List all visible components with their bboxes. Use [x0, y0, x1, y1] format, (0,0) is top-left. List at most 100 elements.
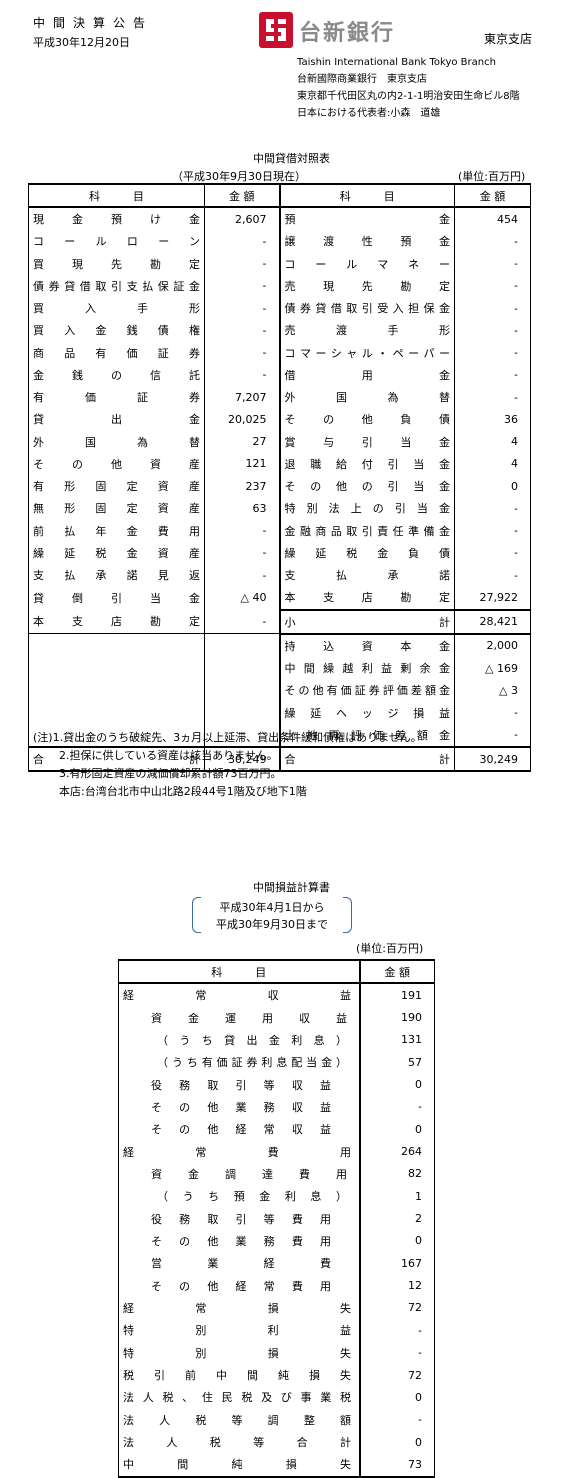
balance-sheet-row: 買入金銭債権-売渡手形- [28, 319, 531, 342]
pl-item-cell: 特別利益 [118, 1319, 361, 1342]
pl-item-label: 資金調達費用 [151, 1167, 347, 1181]
liability-item: コールマネー [278, 252, 455, 275]
note-2: 2.担保に供している資産は該当ありません。 [59, 749, 278, 762]
liability-item: 譲渡性預金 [278, 230, 455, 253]
liability-item: 賞与引当金 [278, 430, 455, 453]
income-statement-row: （うち貸出金利息）131 [118, 1028, 435, 1052]
liability-amount: 454 [454, 207, 531, 231]
asset-item: 債券貸借取引支払保証金 [28, 274, 205, 297]
notes: (注)1.貸出金のうち破綻先、3ヵ月以上延滞、貸出条件緩和債権はありません。 2… [33, 729, 422, 801]
asset-item: 有価証券 [28, 386, 205, 409]
asset-amount: 27 [204, 430, 281, 453]
pl-item-label: 中間純損失 [123, 1458, 351, 1472]
liability-item: 退職給付引当金 [278, 452, 455, 475]
liability-amount: - [454, 723, 531, 747]
pl-item-label: その他経常収益 [151, 1123, 331, 1137]
liability-amount: △ 169 [454, 657, 531, 680]
asset-item [28, 633, 205, 657]
asset-amount: - [204, 363, 281, 386]
logo-text: 台新銀行 [299, 21, 396, 46]
liability-amount: - [454, 497, 531, 520]
pl-item-cell: 営業経費 [118, 1252, 361, 1275]
asset-amount: - [204, 341, 281, 364]
liability-amount: - [454, 541, 531, 564]
asset-amount: - [204, 274, 281, 297]
pl-item-label: 経常費用 [123, 1145, 351, 1159]
liability-item: 小計 [278, 608, 455, 635]
liability-amount: 27,922 [454, 586, 531, 610]
liability-amount: - [454, 319, 531, 342]
liability-item: 土地再評価差額金 [278, 723, 455, 747]
asset-amount [204, 633, 281, 657]
liability-amount: 4 [454, 430, 531, 453]
income-statement-period: 平成30年4月1日から 平成30年9月30日まで [192, 897, 352, 933]
liabilities-item-header: 科 目 [278, 183, 455, 208]
income-statement-row: 経常費用 264 [118, 1140, 435, 1163]
liabilities-total-amount: 30,249 [454, 745, 531, 773]
liability-amount: - [454, 252, 531, 275]
asset-amount: - [204, 297, 281, 320]
pl-item-cell: その他業務費用 [118, 1229, 361, 1253]
balance-sheet-date: （平成30年9月30日現在） [172, 170, 306, 183]
liability-amount: 0 [454, 475, 531, 498]
notice-date: 平成30年12月20日 [33, 36, 130, 49]
asset-amount: 20,025 [204, 408, 281, 431]
liability-amount: - [454, 701, 531, 724]
pl-item-cell: 経常損失 [118, 1296, 361, 1320]
pl-item-cell: 特別損失 [118, 1341, 361, 1364]
asset-amount: 121 [204, 452, 281, 475]
right-bracket [343, 897, 352, 933]
asset-item [28, 679, 205, 702]
pl-item-cell: 資金調達費用 [118, 1162, 361, 1186]
pl-item-amount: 190 [359, 1006, 435, 1029]
asset-amount: 63 [204, 497, 281, 520]
asset-item: 外国為替 [28, 430, 205, 453]
income-statement-row: 資金調達費用 82 [118, 1162, 435, 1186]
pl-item-label: 役務取引等収益 [151, 1078, 331, 1092]
pl-item-label: その他業務費用 [151, 1234, 331, 1248]
period-to: 平成30年9月30日まで [216, 918, 328, 931]
pl-item-label: 経常収益 [123, 989, 351, 1003]
pl-item-amount: 82 [359, 1162, 435, 1186]
asset-item: 商品有価証券 [28, 341, 205, 364]
liability-item: 売現先勘定 [278, 274, 455, 297]
pl-item-cell: 資金運用収益 [118, 1006, 361, 1029]
pl-amount-header: 金 額 [359, 959, 435, 984]
company-name-en: Taishin International Bank Tokyo Branch [297, 57, 496, 68]
pl-item-amount: 0 [359, 1073, 435, 1096]
asset-item: 金銭の信託 [28, 363, 205, 386]
balance-sheet-row: 債券貸借取引支払保証金-売現先勘定- [28, 274, 531, 297]
pl-item-cell: 経常費用 [118, 1140, 361, 1163]
income-statement-row: （うち預金利息）1 [118, 1185, 435, 1208]
liability-amount: 2,000 [454, 633, 531, 657]
income-statement-header-row: 科 目 金 額 [118, 959, 435, 984]
asset-item: コールローン [28, 230, 205, 253]
liability-item: 持込資本金 [278, 633, 455, 657]
pl-item-cell: その他経常収益 [118, 1118, 361, 1141]
pl-item-amount: 72 [359, 1363, 435, 1387]
pl-item-amount: 73 [359, 1453, 435, 1478]
asset-amount: - [204, 519, 281, 542]
income-statement-row: 特別損失- [118, 1341, 435, 1364]
pl-item-cell: 役務取引等費用 [118, 1207, 361, 1230]
pl-item-amount: 264 [359, 1140, 435, 1163]
company-address: 東京都千代田区丸の内2-1-1明治安田生命ビル8階 [297, 91, 520, 102]
liability-item: その他有価証券評価差額金 [278, 679, 455, 702]
pl-item-cell: 経常収益 [118, 983, 361, 1007]
pl-item-amount: - [359, 1095, 435, 1119]
company-info: Taishin International Bank Tokyo Branch … [297, 54, 520, 122]
pl-item-cell: 法人税等調整額 [118, 1408, 361, 1431]
head-office-address: 本店:台湾台北市中山北路2段44号1階及び地下1階 [59, 785, 307, 798]
asset-item: 現金預け金 [28, 207, 205, 231]
pl-item-amount: 0 [359, 1118, 435, 1141]
notice-title: 中間決算公告 [33, 16, 154, 30]
pl-item-cell: （うち有価証券利息配当金） [118, 1051, 361, 1074]
pl-item-label: 特別損失 [123, 1346, 351, 1360]
liability-item: 外国為替 [278, 386, 455, 409]
